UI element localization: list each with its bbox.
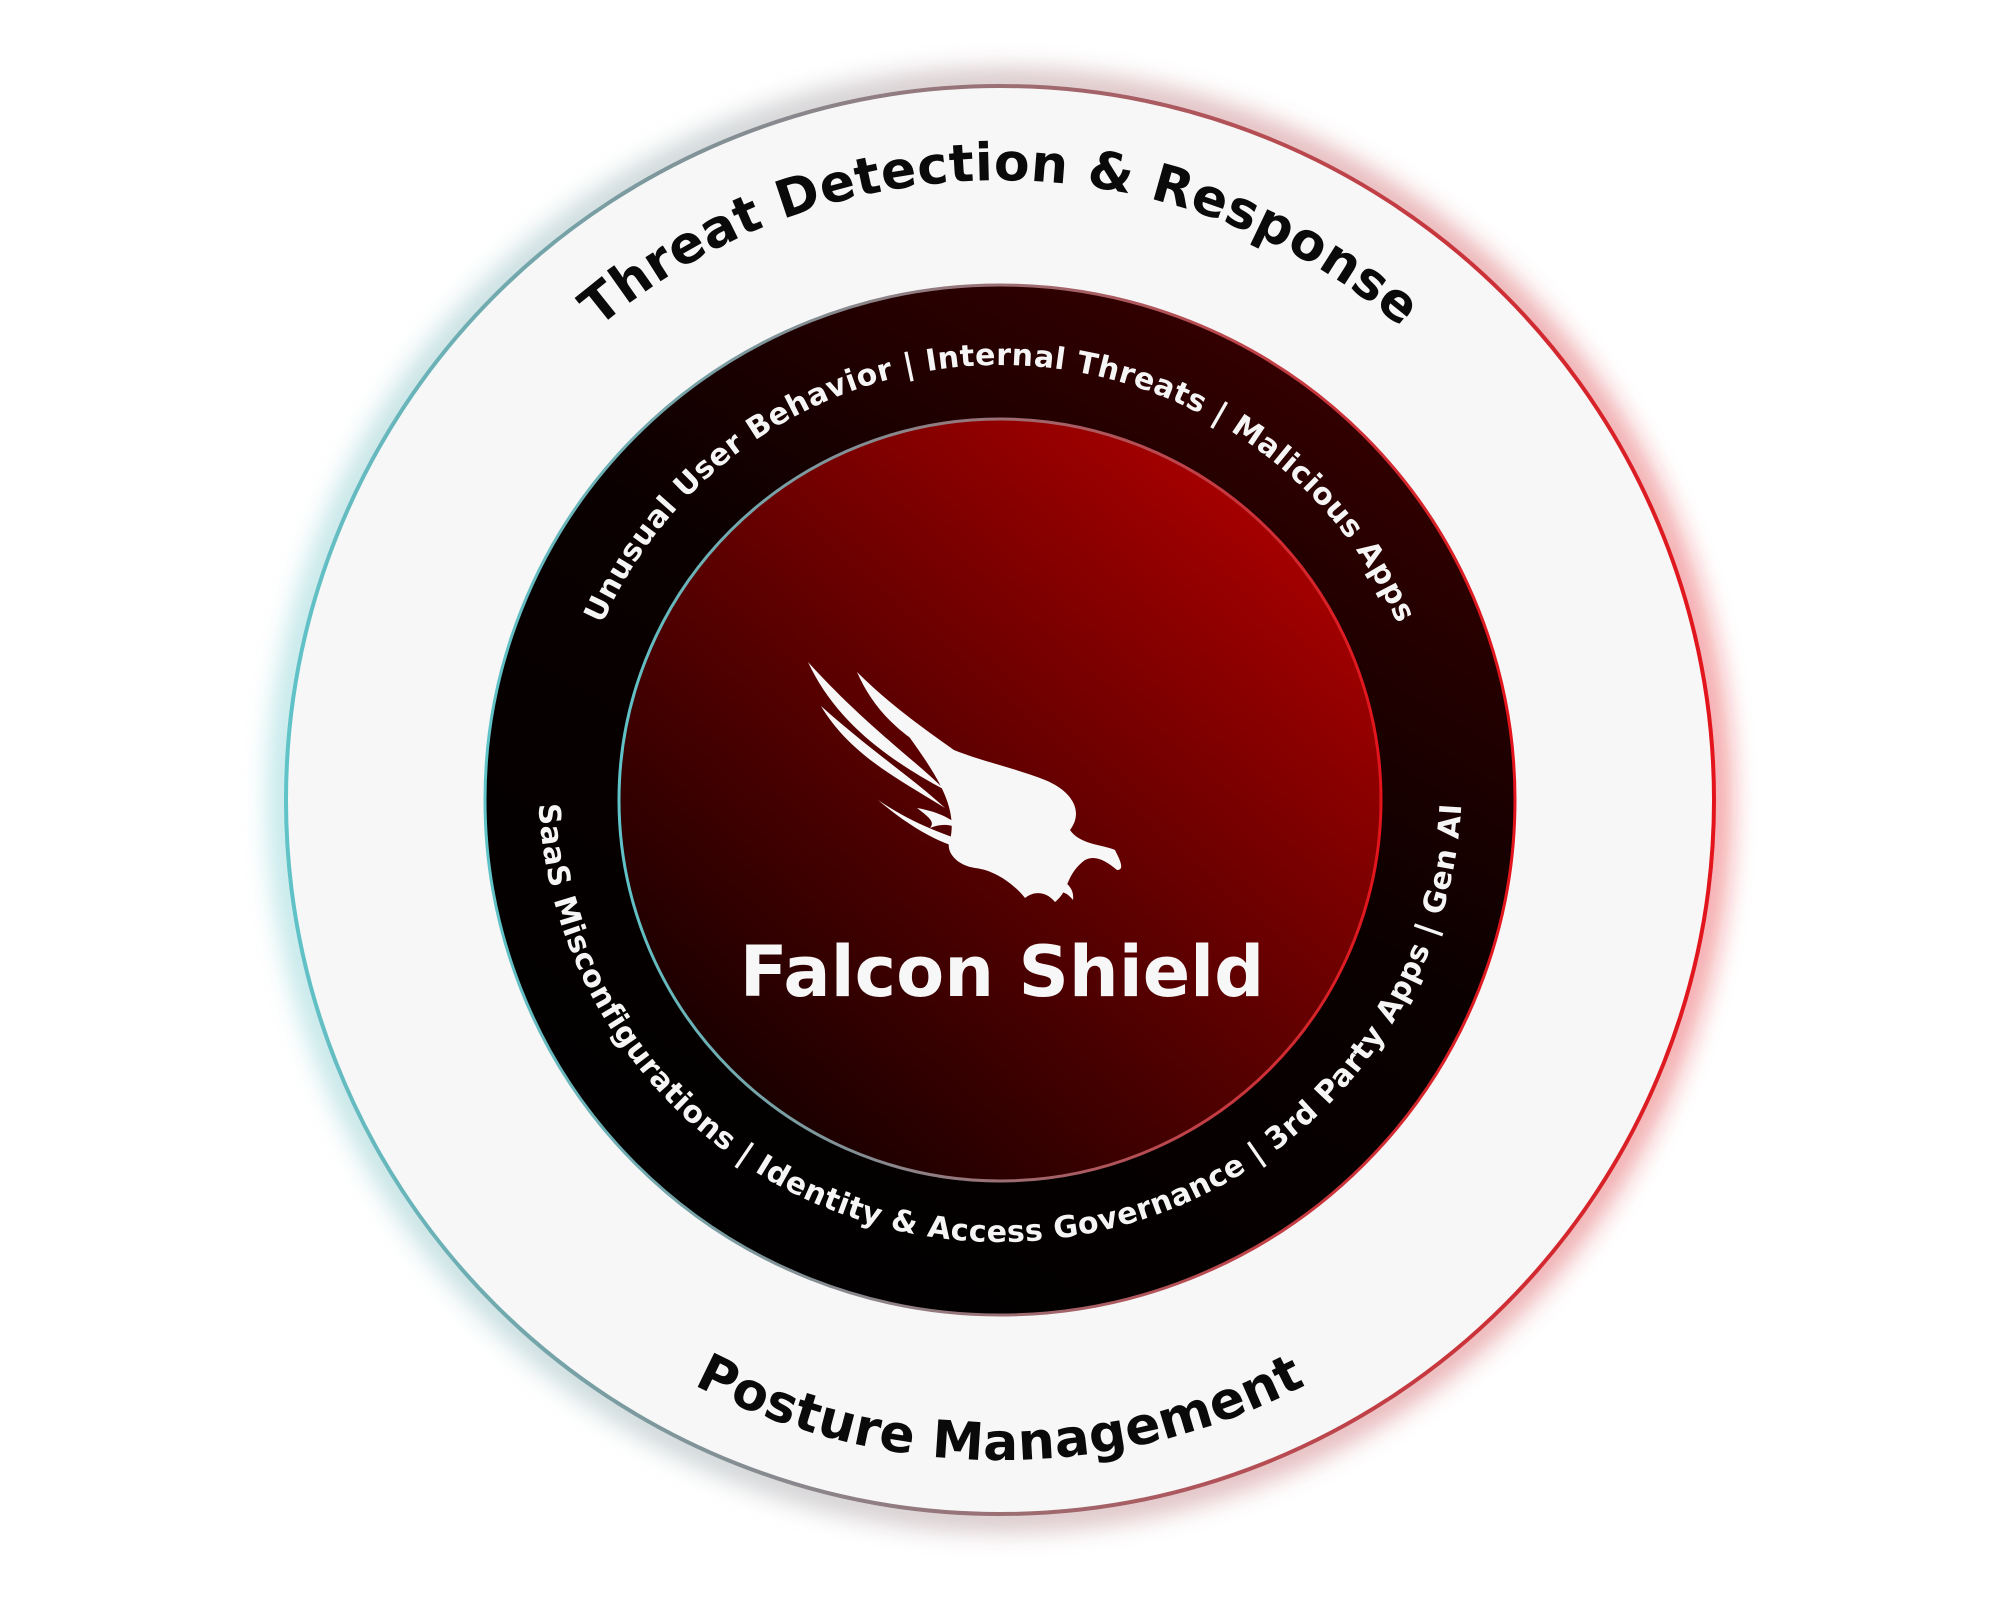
product-title: Falcon Shield — [740, 931, 1265, 1013]
falcon-bird-icon — [808, 662, 1122, 902]
